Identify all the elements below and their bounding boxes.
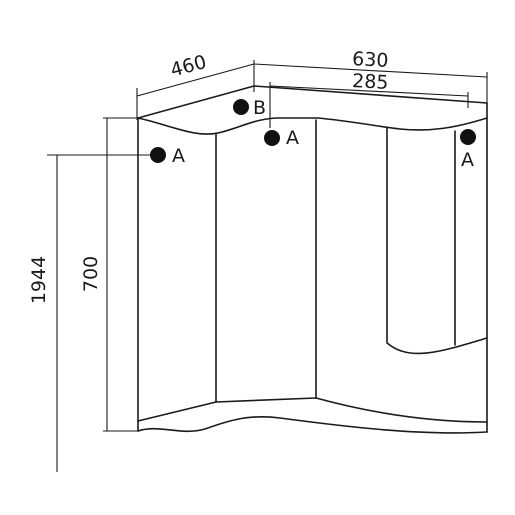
marker-a-right-label: A <box>461 149 474 171</box>
cabinet-top-front-edge <box>137 117 488 135</box>
cabinet-top-outline <box>137 85 488 119</box>
dim-460-label: 460 <box>168 51 209 82</box>
middle-door-bottom <box>215 397 317 403</box>
right-section-bottom <box>315 397 488 423</box>
cabinet-base-edge <box>137 415 488 434</box>
left-door-bottom <box>137 401 217 422</box>
marker-a-left-dot <box>150 147 166 163</box>
dim-700-label: 700 <box>80 256 102 292</box>
dim-1944-label: 1944 <box>28 256 50 304</box>
dim-630-label: 630 <box>352 48 389 72</box>
marker-a-center-label: A <box>286 127 299 149</box>
dim-285-label: 285 <box>352 70 389 94</box>
dim-285-line <box>269 85 469 97</box>
marker-a-center-dot <box>264 130 280 146</box>
right-niche-outline <box>386 127 488 355</box>
marker-b-dot <box>233 99 249 115</box>
marker-b-label: B <box>253 97 266 119</box>
dim-460-line <box>136 63 255 97</box>
marker-a-right-dot <box>460 129 476 145</box>
marker-a-left-label: A <box>172 145 185 167</box>
dim-630-line <box>253 63 488 78</box>
